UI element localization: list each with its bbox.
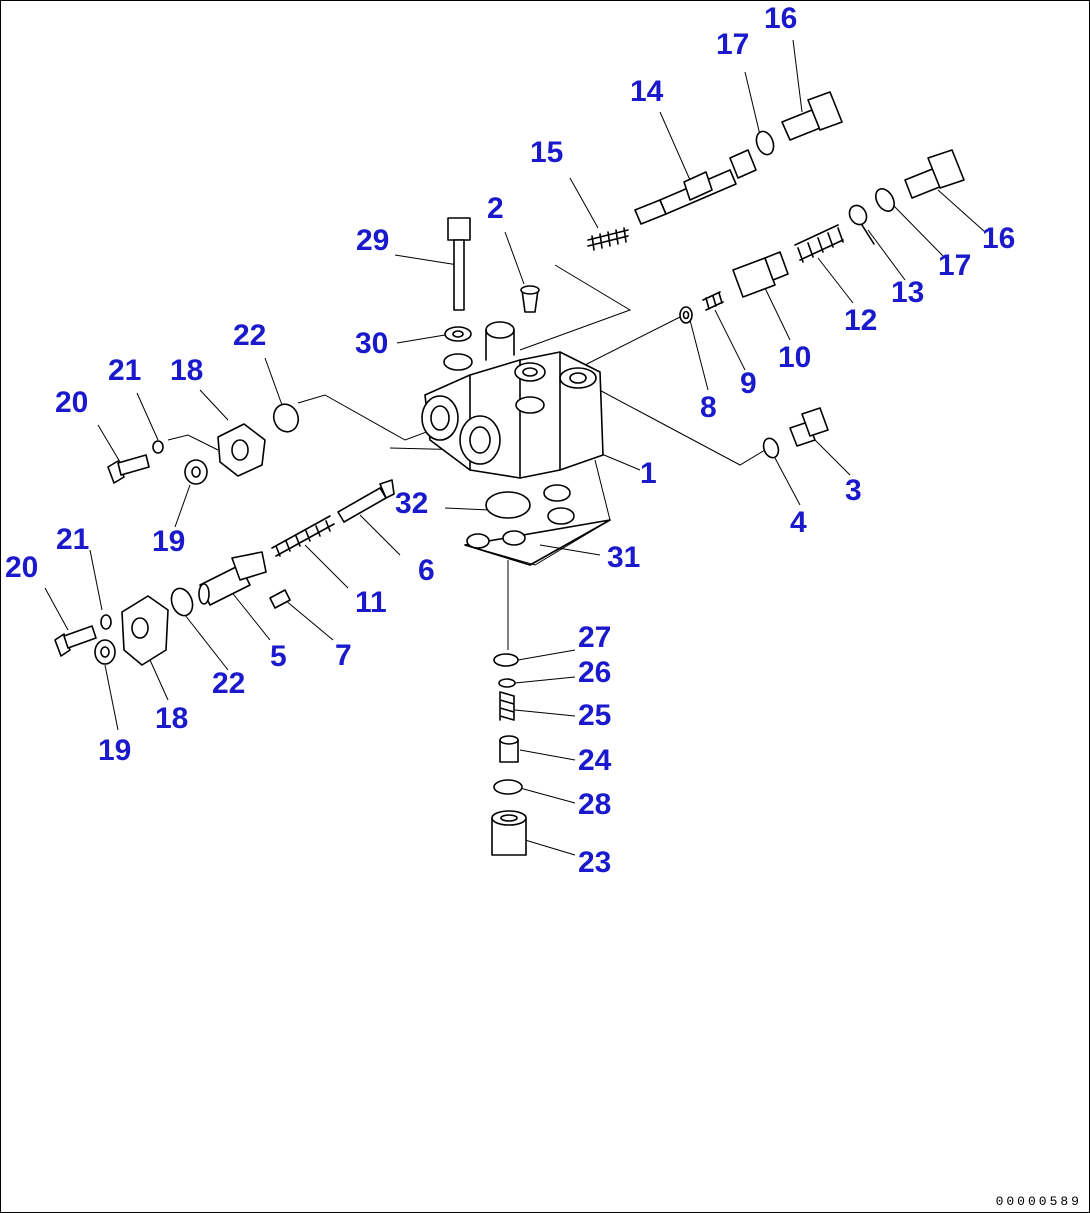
callout-13: 13: [891, 276, 924, 309]
callout-9: 9: [740, 367, 757, 400]
o-ring-17-top: [755, 130, 775, 156]
bolt-20-lower: [54, 625, 97, 657]
callout-23: 23: [578, 846, 611, 879]
callout-22-upper: 22: [233, 319, 266, 352]
callout-18-lower: 18: [155, 702, 188, 735]
plug-16-top: [781, 91, 843, 141]
spring-11: [271, 515, 335, 557]
callout-11: 11: [355, 586, 387, 619]
callout-12: 12: [844, 304, 877, 337]
callout-18-upper: 18: [170, 354, 203, 387]
callout-30: 30: [355, 327, 388, 360]
spring-9: [702, 291, 724, 311]
valve-24: [499, 735, 519, 763]
nut-19-upper: [184, 459, 208, 485]
o-ring-22-lower: [170, 587, 194, 617]
callout-20-upper: 20: [55, 386, 88, 419]
plug-16-right: [904, 149, 965, 199]
callout-8: 8: [700, 391, 717, 424]
callout-2: 2: [487, 192, 504, 225]
callout-25: 25: [578, 699, 611, 732]
callout-28: 28: [578, 788, 611, 821]
o-ring-22-upper: [272, 403, 300, 433]
callout-4: 4: [790, 506, 807, 539]
callout-29: 29: [356, 224, 389, 257]
washer-21-upper: [152, 440, 164, 454]
o-ring-28: [493, 779, 523, 795]
spring-12: [794, 224, 844, 263]
callout-5: 5: [270, 640, 287, 673]
callout-26: 26: [578, 656, 611, 689]
callout-24: 24: [578, 744, 612, 777]
valve-body: [421, 321, 604, 479]
cover-18-upper: [217, 423, 266, 477]
callout-32: 32: [395, 487, 428, 520]
callout-1: 1: [640, 457, 657, 490]
callout-21-lower: 21: [56, 523, 89, 556]
callout-17-top: 17: [716, 28, 749, 61]
ring-13: [848, 204, 875, 245]
snap-ring-27: [493, 653, 519, 667]
callout-22-lower: 22: [212, 667, 245, 700]
washer-8: [679, 306, 693, 324]
callout-27: 27: [578, 621, 611, 654]
callout-15: 15: [530, 136, 563, 169]
callout-19-upper: 19: [152, 525, 185, 558]
piston-5: [198, 551, 267, 606]
plug-23: [491, 810, 527, 856]
o-ring-32: [485, 491, 531, 519]
callout-20-lower: 20: [5, 551, 38, 584]
ring-26: [498, 678, 516, 688]
callout-31: 31: [607, 541, 640, 574]
callout-16-top: 16: [764, 2, 797, 35]
pin-6: [337, 479, 395, 523]
cover-18-lower: [121, 595, 169, 666]
plug-3: [789, 407, 829, 447]
callout-3: 3: [845, 474, 862, 507]
washer-30: [444, 326, 472, 342]
callout-7: 7: [335, 639, 352, 672]
bolt-29: [447, 217, 471, 311]
leader-lines: [44, 39, 986, 856]
nut-19-lower: [94, 639, 116, 665]
bolt-20-upper: [107, 454, 150, 484]
washer-21-lower: [100, 614, 112, 630]
callout-labels: 16 17 14 15 2 29 16 17 13 12 22 30 10 21…: [5, 2, 1015, 879]
drawing-code: 00000589: [995, 1194, 1082, 1209]
spring-25: [499, 691, 515, 721]
callout-21-upper: 21: [108, 354, 141, 387]
callout-19-lower: 19: [98, 734, 131, 767]
o-ring-17-right: [875, 188, 895, 212]
pin-7: [269, 589, 291, 609]
plug-2: [520, 285, 540, 313]
callout-14: 14: [630, 75, 664, 108]
o-ring-4: [762, 437, 780, 459]
spool-14: [634, 149, 757, 225]
callout-16-right: 16: [982, 222, 1015, 255]
callout-17-right: 17: [938, 249, 971, 282]
gasket-31: [464, 484, 611, 566]
callout-6: 6: [418, 554, 435, 587]
callout-10: 10: [778, 341, 811, 374]
spring-15: [587, 227, 629, 251]
piston-10: [732, 251, 789, 298]
